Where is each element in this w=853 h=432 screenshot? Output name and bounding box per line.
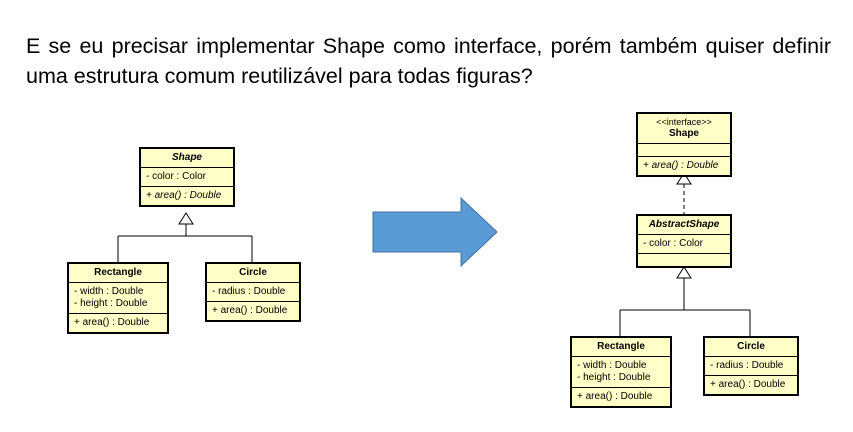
methods-section: + area() : Double	[207, 302, 299, 320]
class-name: Shape	[668, 128, 699, 139]
attribute: - color : Color	[643, 238, 704, 249]
attribute: - height : Double	[74, 298, 148, 309]
class-name: Rectangle	[69, 264, 167, 283]
attribute: - width : Double	[74, 286, 144, 297]
class-name: Circle	[705, 338, 797, 357]
left-shape-class: Shape - color : Color + area() : Double	[139, 147, 235, 207]
realization-arrowhead	[676, 172, 692, 185]
attribute: - width : Double	[577, 360, 647, 371]
transition-arrow	[372, 196, 498, 268]
attributes-section: - radius : Double	[705, 357, 797, 376]
class-name: Shape	[141, 149, 233, 168]
class-header: <<interface>> Shape	[638, 114, 730, 144]
abstract-shape-class: AbstractShape - color : Color	[636, 214, 732, 268]
methods-section: + area() : Double	[69, 314, 167, 332]
attributes-section: - color : Color	[141, 168, 233, 187]
right-inheritance-lines	[619, 278, 751, 336]
method: + area() : Double	[212, 305, 288, 316]
method: + area() : Double	[643, 160, 719, 171]
attributes-section: - radius : Double	[207, 283, 299, 302]
left-generalization-arrowhead	[178, 212, 194, 225]
methods-section	[638, 254, 730, 266]
left-inheritance-lines	[117, 224, 253, 262]
class-name: Rectangle	[572, 338, 670, 357]
attributes-section	[638, 144, 730, 157]
interface-shape-class: <<interface>> Shape + area() : Double	[636, 112, 732, 177]
stereotype: <<interface>>	[656, 117, 712, 127]
attribute: - color : Color	[146, 171, 207, 182]
class-name: Circle	[207, 264, 299, 283]
method: + area() : Double	[74, 317, 150, 328]
attribute: - radius : Double	[212, 286, 286, 297]
attribute: - radius : Double	[710, 360, 784, 371]
methods-section: + area() : Double	[572, 388, 670, 406]
attribute: - height : Double	[577, 372, 651, 383]
methods-section: + area() : Double	[705, 376, 797, 394]
right-rectangle-class: Rectangle - width : Double - height : Do…	[570, 336, 672, 408]
method: + area() : Double	[577, 391, 653, 402]
class-name: AbstractShape	[638, 216, 730, 235]
attributes-section: - width : Double - height : Double	[69, 283, 167, 314]
left-circle-class: Circle - radius : Double + area() : Doub…	[205, 262, 301, 322]
right-circle-class: Circle - radius : Double + area() : Doub…	[703, 336, 799, 396]
left-rectangle-class: Rectangle - width : Double - height : Do…	[67, 262, 169, 334]
right-generalization-arrowhead	[676, 266, 692, 279]
attributes-section: - width : Double - height : Double	[572, 357, 670, 388]
method: + area() : Double	[710, 379, 786, 390]
question-text: E se eu precisar implementar Shape como …	[26, 34, 831, 88]
method: + area() : Double	[146, 190, 222, 201]
attributes-section: - color : Color	[638, 235, 730, 254]
methods-section: + area() : Double	[141, 187, 233, 205]
methods-section: + area() : Double	[638, 157, 730, 175]
